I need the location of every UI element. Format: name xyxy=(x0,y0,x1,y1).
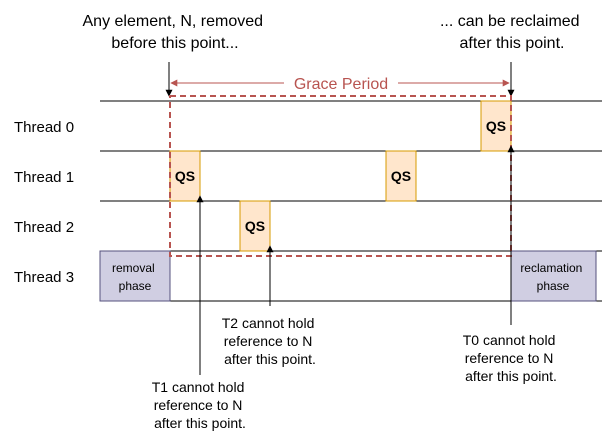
t0-note: T0 cannot hold reference to N after this… xyxy=(463,332,560,384)
grace-period-boundary xyxy=(169,95,512,257)
thread-1-label: Thread 1 xyxy=(14,169,74,186)
qs-box-thread-0: QS xyxy=(480,100,512,152)
reclamation-phase-box: reclamation phase xyxy=(510,250,597,302)
grace-period-label: Grace Period xyxy=(294,76,388,93)
reclamation-phase-label: reclamation phase xyxy=(520,261,585,293)
qs-label: QS xyxy=(391,168,411,184)
qs-box-thread-1-first: QS xyxy=(169,150,201,202)
thread-2-label: Thread 2 xyxy=(14,219,74,236)
t2-note: T2 cannot hold reference to N after this… xyxy=(222,315,319,367)
removal-phase-label: removal phase xyxy=(112,261,158,293)
grace-period-label-bg xyxy=(284,72,398,92)
reclaim-point-annotation: ... can be reclaimed after this point. xyxy=(440,13,584,52)
thread-3-label: Thread 3 xyxy=(14,269,74,286)
qs-label: QS xyxy=(486,118,506,134)
qs-box-thread-2: QS xyxy=(239,200,271,252)
removal-phase-box: removal phase xyxy=(99,250,171,302)
qs-label: QS xyxy=(245,218,265,234)
removal-point-annotation: Any element, N, removed before this poin… xyxy=(83,13,268,52)
qs-label: QS xyxy=(175,168,195,184)
t1-note: T1 cannot hold reference to N after this… xyxy=(152,379,249,431)
qs-box-thread-1-second: QS xyxy=(385,150,417,202)
thread-0-label: Thread 0 xyxy=(14,119,74,136)
